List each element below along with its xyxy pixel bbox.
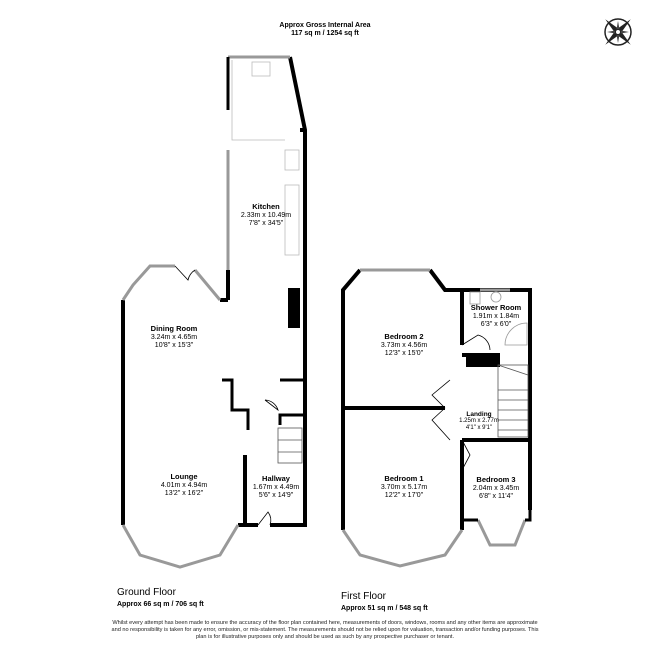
room-imperial: 7'8" x 34'5" (248, 220, 284, 227)
floor-name: First Floor (341, 591, 386, 602)
first-floor-caption: First Floor Approx 51 sq m / 548 sq ft (341, 591, 428, 612)
room-imperial: 5'6" x 14'9" (258, 492, 294, 499)
ground-floor-partitions (222, 378, 305, 430)
compass-rose-icon (604, 18, 632, 46)
room-imperial: 6'3" x 6'0" (480, 321, 512, 328)
room-metric: 1.67m x 4.49m (252, 483, 300, 491)
room-name: Shower Room (470, 303, 522, 312)
room-label-landing: Landing 1.25m x 2.77m 4'1" x 9'1" (459, 411, 499, 432)
first-floor-walls (341, 268, 532, 530)
room-name: Dining Room (150, 324, 198, 333)
floor-area: Approx 66 sq m / 706 sq ft (117, 601, 204, 608)
room-metric: 1.91m x 1.84m (472, 312, 520, 320)
chimney-breast (288, 288, 300, 328)
room-label-kitchen: Kitchen 2.33m x 10.49m 7'8" x 34'5" (240, 202, 292, 229)
stairs (277, 427, 303, 464)
room-metric: 3.73m x 4.56m (380, 341, 428, 349)
shower-fittings (469, 291, 528, 346)
ground-floor-caption: Ground Floor Approx 66 sq m / 706 sq ft (117, 587, 204, 608)
room-name: Bedroom 2 (384, 332, 424, 341)
first-floor-windows (341, 268, 527, 568)
room-metric: 3.70m x 5.17m (380, 483, 428, 491)
landing-doors (431, 334, 491, 471)
room-name: Landing (466, 411, 492, 418)
ground-floor-windows (121, 55, 290, 569)
room-metric: 1.25m x 2.77m (459, 418, 499, 424)
room-imperial: 12'2" x 17'0" (384, 492, 424, 499)
door-swings (174, 265, 279, 526)
room-name: Bedroom 1 (384, 474, 424, 483)
room-metric: 3.24m x 4.65m (150, 333, 198, 341)
room-name: Bedroom 3 (476, 475, 516, 484)
room-metric: 2.04m x 3.45m (472, 484, 520, 492)
room-label-shower-room: Shower Room 1.91m x 1.84m 6'3" x 6'0" (470, 303, 522, 330)
disclaimer-text: Whilst every attempt has been made to en… (111, 620, 539, 640)
room-imperial: 4'1" x 9'1" (465, 425, 493, 431)
floor-name: Ground Floor (117, 587, 176, 598)
room-imperial: 10'8" x 15'3" (154, 342, 194, 349)
kitchen-fittings (231, 60, 300, 256)
gross-area-value: 117 sq m / 1254 sq ft (291, 30, 359, 37)
room-label-dining-room: Dining Room 3.24m x 4.65m 10'8" x 15'3" (150, 324, 198, 351)
room-metric: 2.33m x 10.49m (240, 211, 292, 219)
room-name: Hallway (262, 474, 290, 483)
room-name: Kitchen (252, 202, 280, 211)
room-imperial: 12'3" x 15'0" (384, 350, 424, 357)
room-label-hallway: Hallway 1.67m x 4.49m 5'6" x 14'9" (252, 474, 300, 501)
room-label-lounge: Lounge 4.01m x 4.94m 13'2" x 16'2" (160, 472, 208, 499)
room-name: Lounge (170, 472, 198, 481)
room-label-bedroom-1: Bedroom 1 3.70m x 5.17m 12'2" x 17'0" (380, 474, 428, 501)
room-metric: 4.01m x 4.94m (160, 481, 208, 489)
ground-floor-walls (121, 56, 307, 527)
room-label-bedroom-2: Bedroom 2 3.73m x 4.56m 12'3" x 15'0" (380, 332, 428, 359)
gross-area-header: Approx Gross Internal Area 117 sq m / 12… (200, 22, 450, 38)
gross-area-title: Approx Gross Internal Area (279, 22, 371, 29)
room-imperial: 6'8" x 11'4" (479, 493, 513, 500)
floor-area: Approx 51 sq m / 548 sq ft (341, 605, 428, 612)
room-label-bedroom-3: Bedroom 3 2.04m x 3.45m 6'8" x 11'4" (472, 475, 520, 502)
room-imperial: 13'2" x 16'2" (164, 490, 204, 497)
landing-stairs (497, 364, 529, 438)
